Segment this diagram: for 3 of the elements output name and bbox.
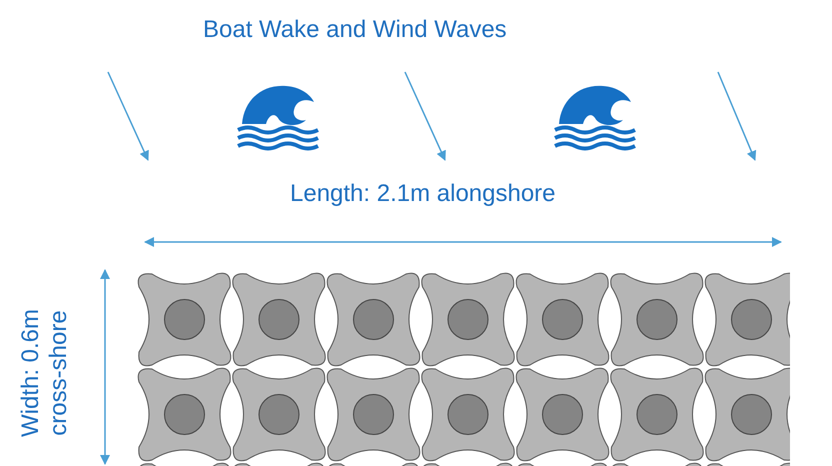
dimension-label: Width: 0.6m cross-shore — [17, 308, 73, 440]
title: Boat Wake and Wind Waves — [203, 16, 507, 44]
dimension-label: Length: 2.1m alongshore — [290, 180, 556, 208]
